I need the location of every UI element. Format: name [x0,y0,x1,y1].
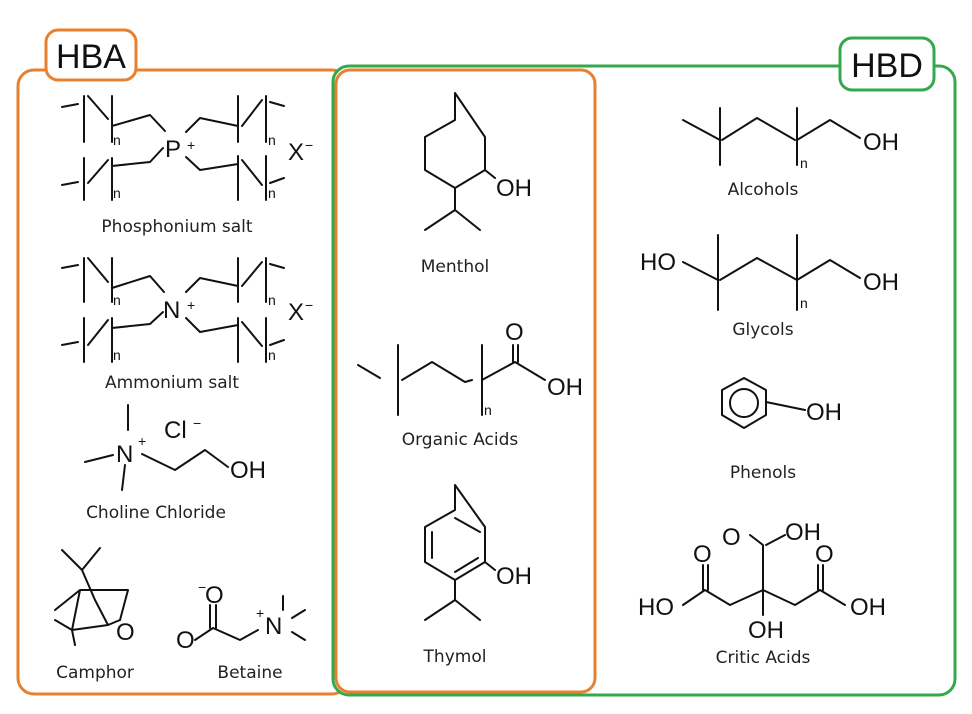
svg-text:OH: OH [496,175,532,202]
svg-text:P: P [165,136,181,163]
svg-text:OH: OH [230,457,266,484]
svg-text:−: − [305,297,313,313]
menthol-label: Menthol [421,257,489,277]
organic-acids-label: Organic Acids [402,430,519,450]
svg-text:n: n [268,292,276,308]
svg-text:O: O [815,541,834,568]
svg-text:n: n [268,347,276,363]
choline-label: Choline Chloride [86,503,226,523]
svg-text:n: n [800,295,808,311]
hbd-box [331,64,957,697]
alcohols-structure: OH n [682,107,899,171]
hbd-title: HBD [851,47,923,85]
svg-text:O: O [693,541,712,568]
svg-text:O: O [205,582,224,609]
ammonium-structure: N + n n n n X − [61,257,313,363]
ammonium-label: Ammonium salt [105,373,239,393]
critic-acids-structure: O O O OH HO OH OH [638,519,886,644]
svg-text:n: n [268,132,276,148]
svg-text:−: − [305,137,313,153]
svg-text:−: − [198,579,206,595]
phosphonium-structure: P + n n n n X − [61,95,313,201]
menthol-structure: OH [424,92,532,231]
svg-text:OH: OH [863,269,899,296]
svg-text:n: n [113,132,121,148]
svg-text:X: X [288,299,304,326]
svg-text:Cl: Cl [164,417,187,444]
hba-tab [44,28,138,82]
alcohols-label: Alcohols [728,180,799,200]
phosphonium-label: Phosphonium salt [101,217,252,237]
shared-box [334,68,597,694]
svg-text:O: O [176,627,195,654]
svg-text:HO: HO [638,594,674,621]
svg-text:O: O [116,619,135,646]
svg-text:+: + [187,297,195,313]
organic-acids-structure: O OH n [357,319,583,418]
glycols-label: Glycols [732,320,793,340]
svg-text:+: + [256,605,264,621]
svg-text:OH: OH [785,519,821,546]
svg-text:−: − [193,415,201,431]
svg-text:O: O [505,319,524,346]
svg-text:OH: OH [547,374,583,401]
glycols-structure: HO OH n [640,234,899,311]
svg-text:n: n [113,292,121,308]
hba-title: HBA [56,38,126,76]
svg-text:OH: OH [850,594,886,621]
svg-text:n: n [113,185,121,201]
svg-text:X: X [288,139,304,166]
svg-text:O: O [722,524,741,551]
svg-text:HO: HO [640,249,676,276]
svg-text:OH: OH [496,563,532,590]
svg-text:n: n [484,402,492,418]
choline-structure: N + Cl − OH [84,404,266,491]
phenols-label: Phenols [730,463,796,483]
camphor-structure: O [54,547,135,646]
betaine-label: Betaine [217,663,282,683]
phenols-structure: OH [721,377,842,429]
thymol-label: Thymol [423,647,487,667]
critic-acids-label: Critic Acids [716,648,811,668]
svg-text:OH: OH [748,617,784,644]
svg-text:N: N [265,613,282,640]
camphor-label: Camphor [56,663,134,683]
svg-text:OH: OH [863,129,899,156]
svg-text:N: N [163,297,180,324]
svg-text:+: + [138,433,146,449]
thymol-structure: OH [424,484,532,621]
svg-text:n: n [113,347,121,363]
svg-text:N: N [116,441,133,468]
svg-text:n: n [268,185,276,201]
hbd-tab [838,36,936,92]
svg-text:+: + [187,137,195,153]
svg-text:n: n [800,155,808,171]
betaine-structure: − O O + N [176,579,306,654]
svg-text:OH: OH [806,399,842,426]
